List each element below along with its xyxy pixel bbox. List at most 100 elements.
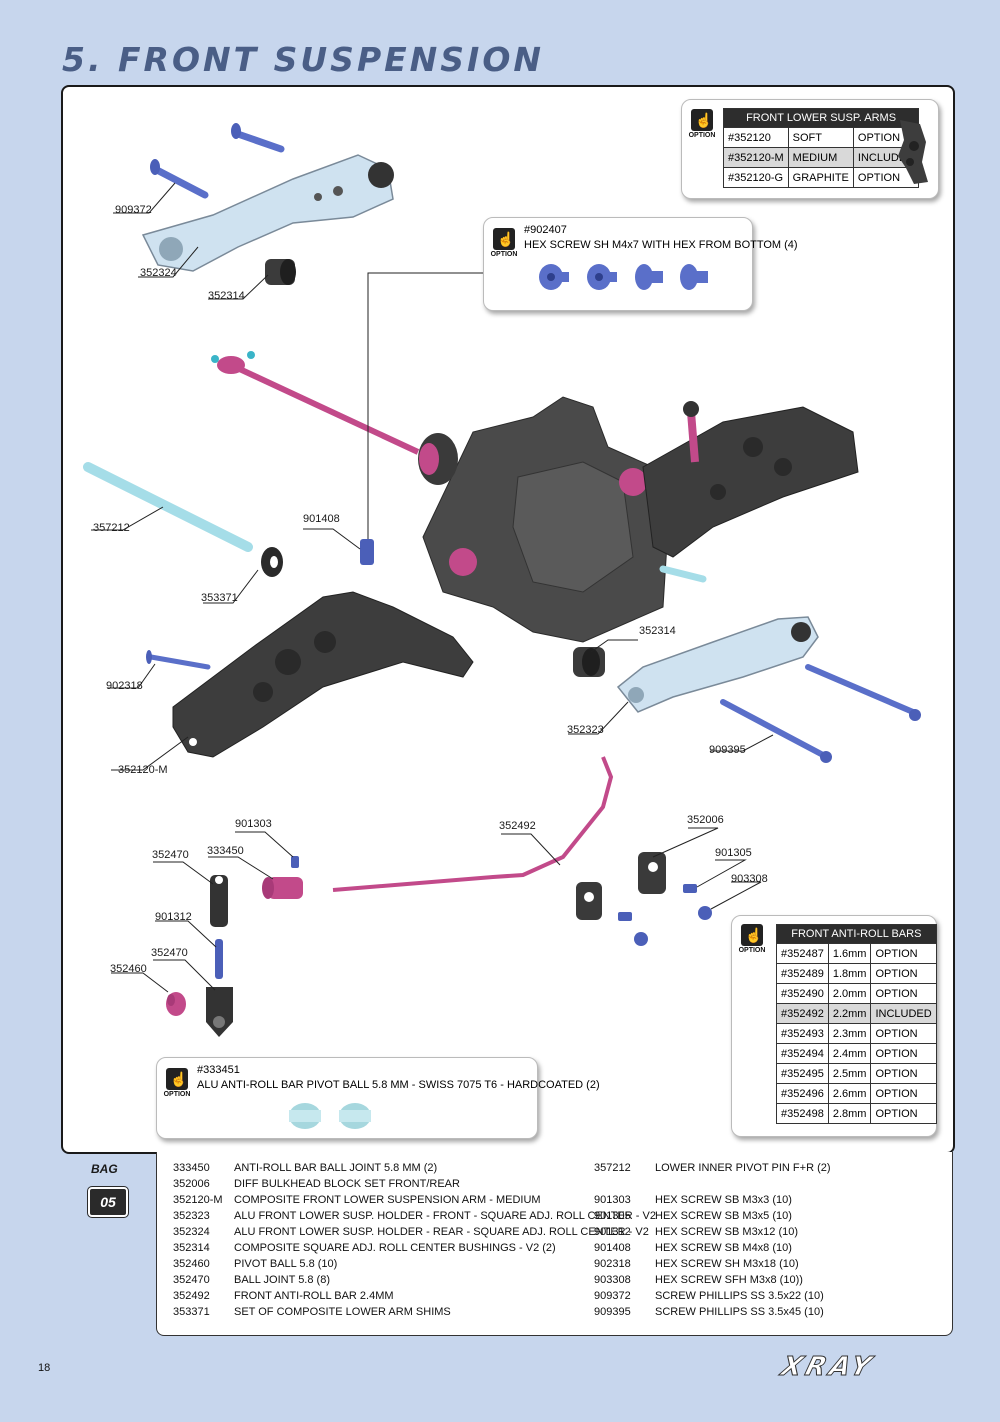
anti-roll-bar-graphic — [332, 756, 614, 892]
list-item: ALU FRONT LOWER SUSP. HOLDER - REAR - SQ… — [234, 1226, 649, 1238]
callout-352492: 352492 — [499, 820, 536, 832]
list-item: HEX SCREW SH M3x18 (10) — [655, 1258, 799, 1270]
exploded-assembly-drawing — [83, 123, 921, 1058]
callout-909372: 909372 — [115, 204, 152, 216]
bag-label: BAG — [91, 1162, 118, 1176]
bag-number: 05 — [87, 1186, 129, 1218]
callout-352314-top: 352314 — [208, 290, 245, 302]
screw-909372-graphic — [150, 123, 285, 199]
list-item: 352323 — [173, 1210, 210, 1222]
list-item: ALU FRONT LOWER SUSP. HOLDER - FRONT - S… — [234, 1210, 656, 1222]
list-item: 901408 — [594, 1242, 631, 1254]
page-number: 18 — [38, 1362, 51, 1374]
callout-901312: 901312 — [155, 911, 192, 923]
pivot-ball-352460-graphic — [166, 992, 186, 1016]
list-item: 909395 — [594, 1306, 631, 1318]
list-item: 903308 — [594, 1274, 631, 1286]
list-item: COMPOSITE SQUARE ADJ. ROLL CENTER BUSHIN… — [234, 1242, 556, 1254]
thumbs-up-icon: ☝ — [497, 231, 515, 247]
list-item — [594, 1176, 631, 1192]
callout-352460: 352460 — [110, 963, 147, 975]
option-badge: ☝ OPTION — [489, 228, 519, 258]
screw-901305-graphic-a — [683, 884, 697, 893]
callout-352314-lower: 352314 — [639, 625, 676, 637]
hexscrew-code: #902407 — [524, 224, 567, 236]
callout-901303: 901303 — [235, 818, 272, 830]
shim-353371-graphic — [261, 547, 283, 577]
list-item: 353371 — [173, 1306, 210, 1318]
list-item: HEX SCREW SFH M3x8 (10)) — [655, 1274, 803, 1286]
callout-352323: 352323 — [567, 724, 604, 736]
bulkhead-block-352006-graphic — [576, 852, 666, 920]
pivotball-desc: ALU ANTI-ROLL BAR PIVOT BALL 5.8 MM - SW… — [197, 1079, 600, 1091]
thumbs-up-icon: ☝ — [170, 1071, 188, 1087]
list-item: 333450 — [173, 1162, 210, 1174]
screw-909395-graphic — [720, 664, 921, 763]
callout-902318: 902318 — [106, 680, 143, 692]
pivotball-option-box: ☝ OPTION #333451 ALU ANTI-ROLL BAR PIVOT… — [156, 1057, 600, 1139]
list-item: 902318 — [594, 1258, 631, 1270]
brand-logo: XRAY — [777, 1352, 879, 1383]
parts-right-codes: 357212 901303 901305 901312 901408 90231… — [594, 1160, 631, 1320]
list-item: FRONT ANTI-ROLL BAR 2.4MM — [234, 1290, 394, 1302]
screw-903308-graphic-b — [634, 932, 648, 946]
callout-901408: 901408 — [303, 513, 340, 525]
screw-901303-graphic — [291, 856, 299, 868]
list-item: BALL JOINT 5.8 (8) — [234, 1274, 330, 1286]
list-item: 352314 — [173, 1242, 210, 1254]
list-item: 352006 — [173, 1178, 210, 1190]
list-item: SCREW PHILLIPS SS 3.5x22 (10) — [655, 1290, 824, 1302]
screw-901305-graphic-b — [618, 912, 632, 921]
front-arm-lower-graphic — [172, 591, 474, 758]
callout-352470-upper: 352470 — [152, 849, 189, 861]
screw-902318-graphic — [146, 650, 211, 670]
list-item: DIFF BULKHEAD BLOCK SET FRONT/REAR — [234, 1178, 460, 1190]
option-badge: ☝ OPTION — [687, 109, 717, 139]
alu-holder-rear-graphic — [141, 154, 394, 272]
list-item: 352492 — [173, 1290, 210, 1302]
page-title: 5. FRONT SUSPENSION — [62, 40, 545, 79]
front-arm-upper-graphic — [642, 401, 859, 558]
list-item: SET OF COMPOSITE LOWER ARM SHIMS — [234, 1306, 451, 1318]
callout-352006: 352006 — [687, 814, 724, 826]
option-badge: ☝ OPTION — [162, 1068, 192, 1098]
list-item: 901312 — [594, 1226, 631, 1238]
pivotball-code: #333451 — [197, 1064, 240, 1076]
list-item: 357212 — [594, 1162, 631, 1174]
list-item: 352460 — [173, 1258, 210, 1270]
callout-352324: 352324 — [140, 267, 177, 279]
list-item: 909372 — [594, 1290, 631, 1302]
callout-352120-m: 352120-M — [118, 764, 168, 776]
arms-table-title: FRONT LOWER SUSP. ARMS — [722, 108, 920, 128]
bushing-352314-top-graphic — [265, 259, 296, 285]
screw-903308-graphic-a — [698, 906, 712, 920]
pivotball-thumbnails — [289, 1103, 371, 1129]
list-item: 352120-M — [173, 1194, 223, 1206]
list-item: PIVOT BALL 5.8 (10) — [234, 1258, 338, 1270]
thumbs-up-icon: ☝ — [695, 112, 713, 128]
list-item: 352470 — [173, 1274, 210, 1286]
screw-901312-graphic — [215, 939, 223, 979]
list-item: HEX SCREW SB M3x5 (10) — [655, 1210, 792, 1222]
callout-903308: 903308 — [731, 873, 768, 885]
alu-holder-front-graphic — [616, 616, 819, 713]
hexscrew-option-box: ☝ OPTION #902407 HEX SCREW SH M4x7 WITH … — [483, 217, 798, 311]
callout-357212: 357212 — [93, 522, 130, 534]
parts-left-descs: ANTI-ROLL BAR BALL JOINT 5.8 MM (2) DIFF… — [234, 1160, 656, 1320]
ball-joint-352470-lower-graphic — [206, 987, 233, 1037]
list-item: HEX SCREW SB M3x3 (10) — [655, 1194, 792, 1206]
list-item: 901305 — [594, 1210, 631, 1222]
list-item: HEX SCREW SB M4x8 (10) — [655, 1242, 792, 1254]
